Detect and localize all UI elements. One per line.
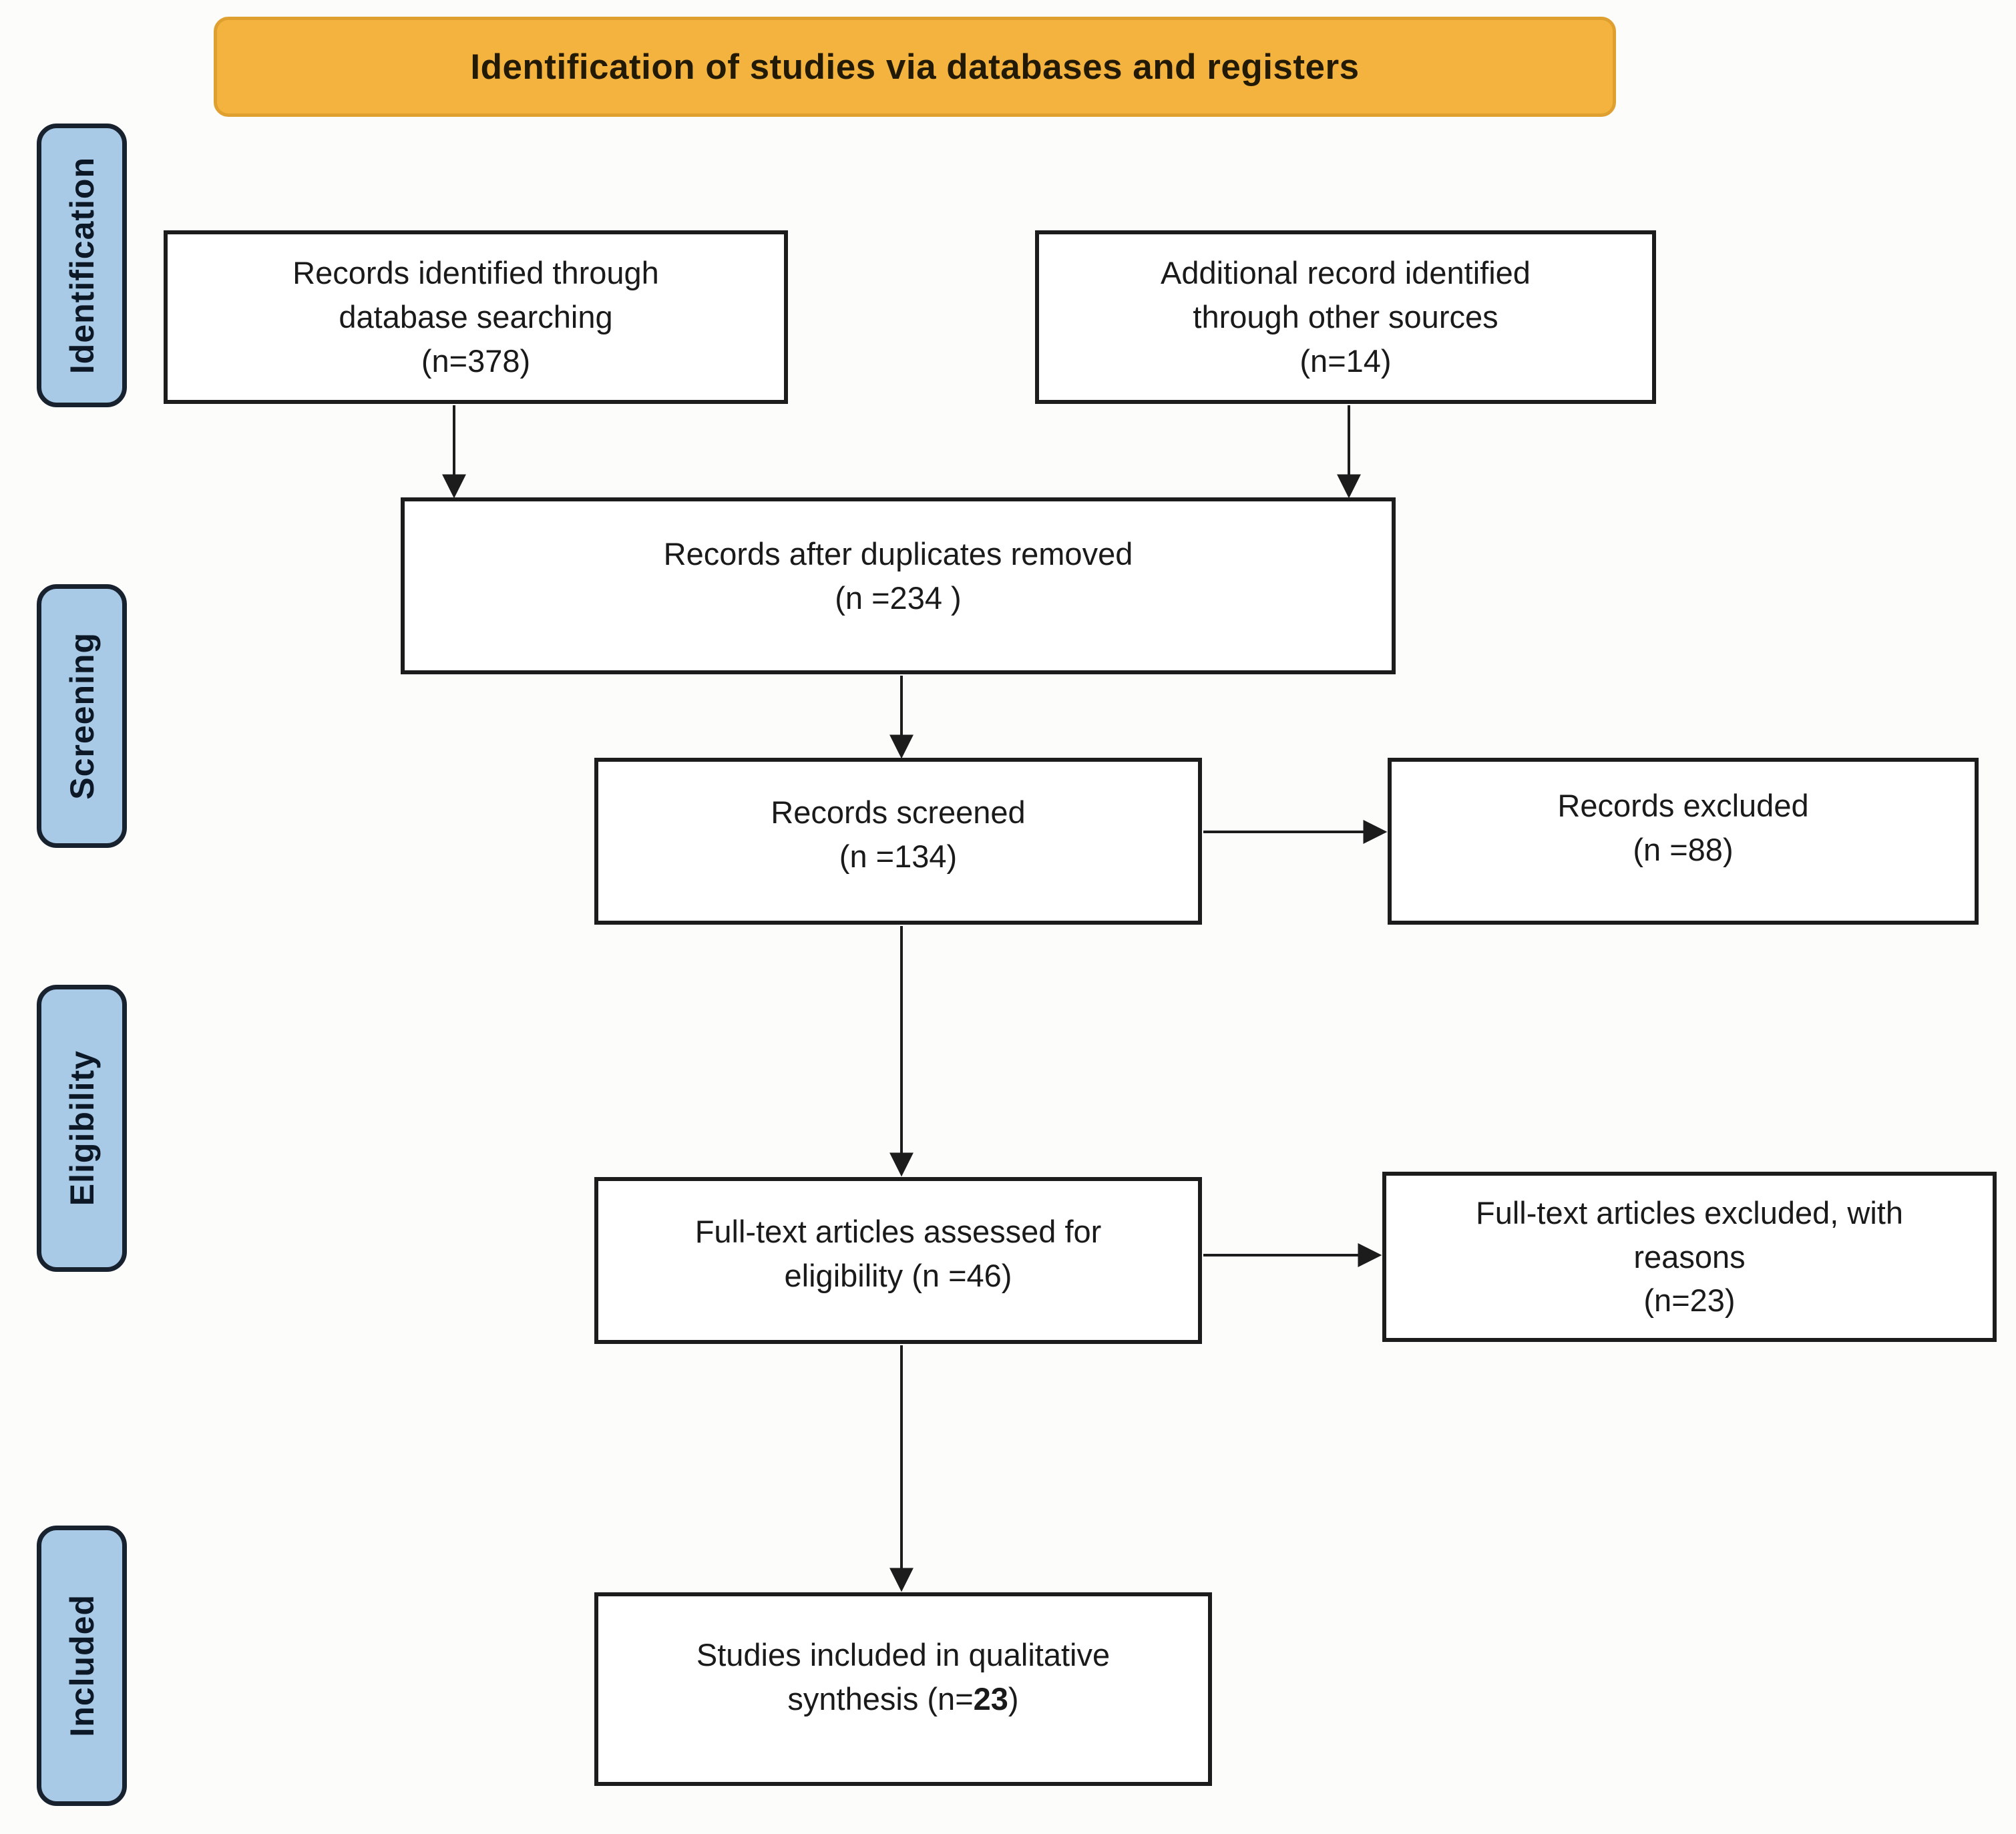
box-fulltext-assessed: Full-text articles assessed for eligibil… <box>594 1177 1202 1344</box>
box-fulltext-assessed-text: Full-text articles assessed for eligibil… <box>694 1214 1102 1293</box>
stage-label-eligibility: Eligibility <box>37 985 127 1272</box>
box-records-excluded: Records excluded (n =88) <box>1388 758 1979 925</box>
banner-title: Identification of studies via databases … <box>470 47 1360 87</box>
box-fulltext-excluded-text: Full-text articles excluded, with reason… <box>1476 1194 1903 1319</box>
box-records-identified: Records identified through database sear… <box>164 230 788 404</box>
studies-included-count: 23 <box>973 1680 1008 1716</box>
stage-label-identification-text: Identification <box>63 156 101 375</box>
studies-included-suffix: ) <box>1008 1680 1019 1716</box>
stage-label-screening-text: Screening <box>63 632 101 800</box>
box-additional-records: Additional record identified through oth… <box>1035 230 1656 404</box>
box-studies-included-text: Studies included in qualitative synthesi… <box>696 1633 1110 1721</box>
box-records-screened: Records screened (n =134) <box>594 758 1202 925</box>
banner: Identification of studies via databases … <box>214 17 1616 117</box>
box-fulltext-excluded: Full-text articles excluded, with reason… <box>1382 1172 1997 1342</box>
box-duplicates-removed: Records after duplicates removed (n =234… <box>401 497 1396 674</box>
box-records-identified-text: Records identified through database sear… <box>292 255 659 379</box>
stage-label-included-text: Included <box>63 1594 101 1737</box>
stage-label-eligibility-text: Eligibility <box>63 1050 101 1206</box>
stage-label-included: Included <box>37 1526 127 1806</box>
box-records-screened-text: Records screened (n =134) <box>771 794 1026 874</box>
box-duplicates-removed-text: Records after duplicates removed (n =234… <box>663 535 1133 616</box>
box-additional-records-text: Additional record identified through oth… <box>1161 255 1531 379</box>
box-records-excluded-text: Records excluded (n =88) <box>1557 788 1809 867</box>
stage-label-identification: Identification <box>37 124 127 407</box>
stage-label-screening: Screening <box>37 584 127 848</box>
studies-included-prefix: Studies included in qualitative synthesi… <box>696 1637 1111 1716</box>
box-studies-included: Studies included in qualitative synthesi… <box>594 1592 1212 1786</box>
